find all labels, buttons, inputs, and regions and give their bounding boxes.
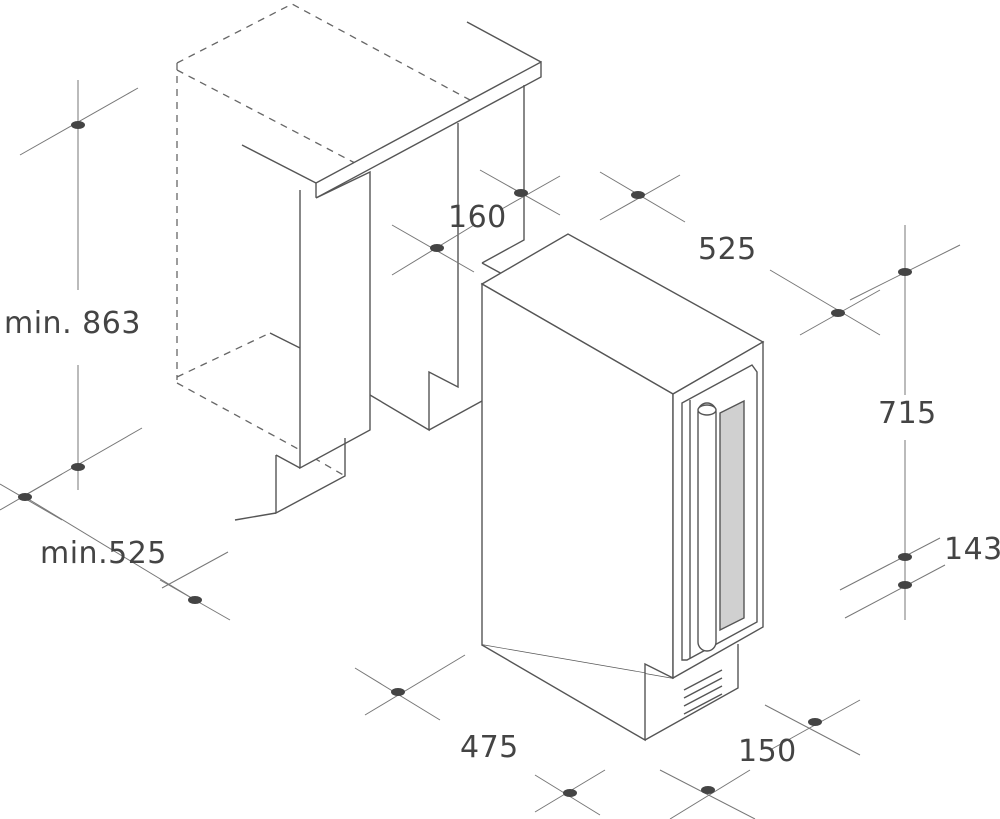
countertop	[241, 21, 542, 200]
dim-label-cabinet-height: min. 863	[4, 306, 141, 341]
dim-label-cabinet-depth: min.525	[40, 536, 167, 571]
dimension-lines	[0, 80, 961, 819]
dim-label-appliance-height: 715	[878, 396, 937, 431]
dim-label-width: 150	[738, 734, 797, 769]
dimension-dots	[18, 121, 912, 797]
cabinet-outline-dashed	[176, 3, 471, 477]
door-glass	[719, 399, 745, 632]
dim-label-plinth-gap: 160	[448, 200, 507, 235]
dim-label-plinth-height: 143	[944, 532, 1000, 567]
dim-label-total-depth: 475	[460, 730, 519, 765]
door-handle-icon	[697, 402, 717, 652]
wine-cooler	[480, 233, 765, 742]
dim-label-appliance-depth: 525	[698, 232, 757, 267]
cabinet-side-panel	[234, 170, 371, 521]
